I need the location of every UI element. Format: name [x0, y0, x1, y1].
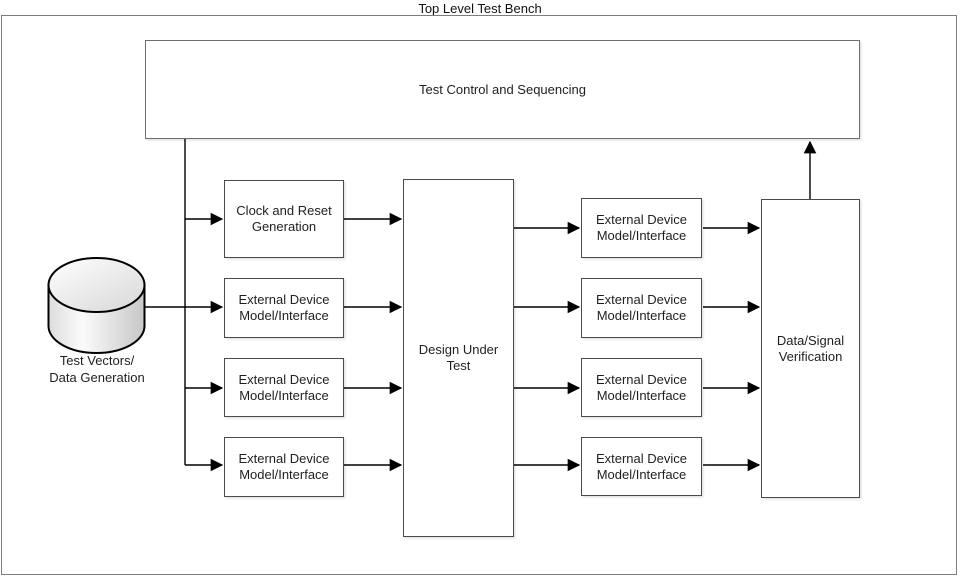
external-device-label: External Device Model/Interface: [238, 451, 330, 482]
external-device-label: External Device Model/Interface: [595, 450, 688, 482]
diagram-outer-frame: [1, 15, 957, 575]
external-device-box-right-4: External Device Model/Interface: [581, 437, 702, 496]
external-device-box-left-1: External Device Model/Interface: [224, 278, 344, 338]
external-device-label: External Device Model/Interface: [238, 292, 330, 323]
external-device-box-left-2: External Device Model/Interface: [224, 358, 344, 417]
test-vectors-label: Test Vectors/ Data Generation: [49, 353, 145, 385]
external-device-label: External Device Model/Interface: [595, 292, 688, 323]
data-signal-verification-box: Data/Signal Verification: [761, 199, 860, 498]
database-cylinder-icon: [47, 257, 146, 354]
design-under-test-label: Design Under Test: [418, 342, 499, 373]
design-under-test-box: Design Under Test: [403, 179, 514, 537]
clock-reset-box: Clock and Reset Generation: [224, 180, 344, 258]
external-device-box-right-1: External Device Model/Interface: [581, 198, 702, 258]
data-signal-verification-label: Data/Signal Verification: [776, 332, 845, 364]
external-device-box-left-3: External Device Model/Interface: [224, 437, 344, 497]
external-device-box-right-2: External Device Model/Interface: [581, 278, 702, 338]
external-device-label: External Device Model/Interface: [595, 371, 688, 403]
external-device-label: External Device Model/Interface: [595, 212, 688, 243]
clock-reset-label: Clock and Reset Generation: [236, 203, 332, 234]
external-device-box-right-3: External Device Model/Interface: [581, 358, 702, 417]
test-control-box: Test Control and Sequencing: [145, 40, 860, 139]
page-title: Top Level Test Bench: [418, 1, 542, 16]
test-control-label: Test Control and Sequencing: [419, 81, 586, 97]
external-device-label: External Device Model/Interface: [238, 371, 330, 403]
